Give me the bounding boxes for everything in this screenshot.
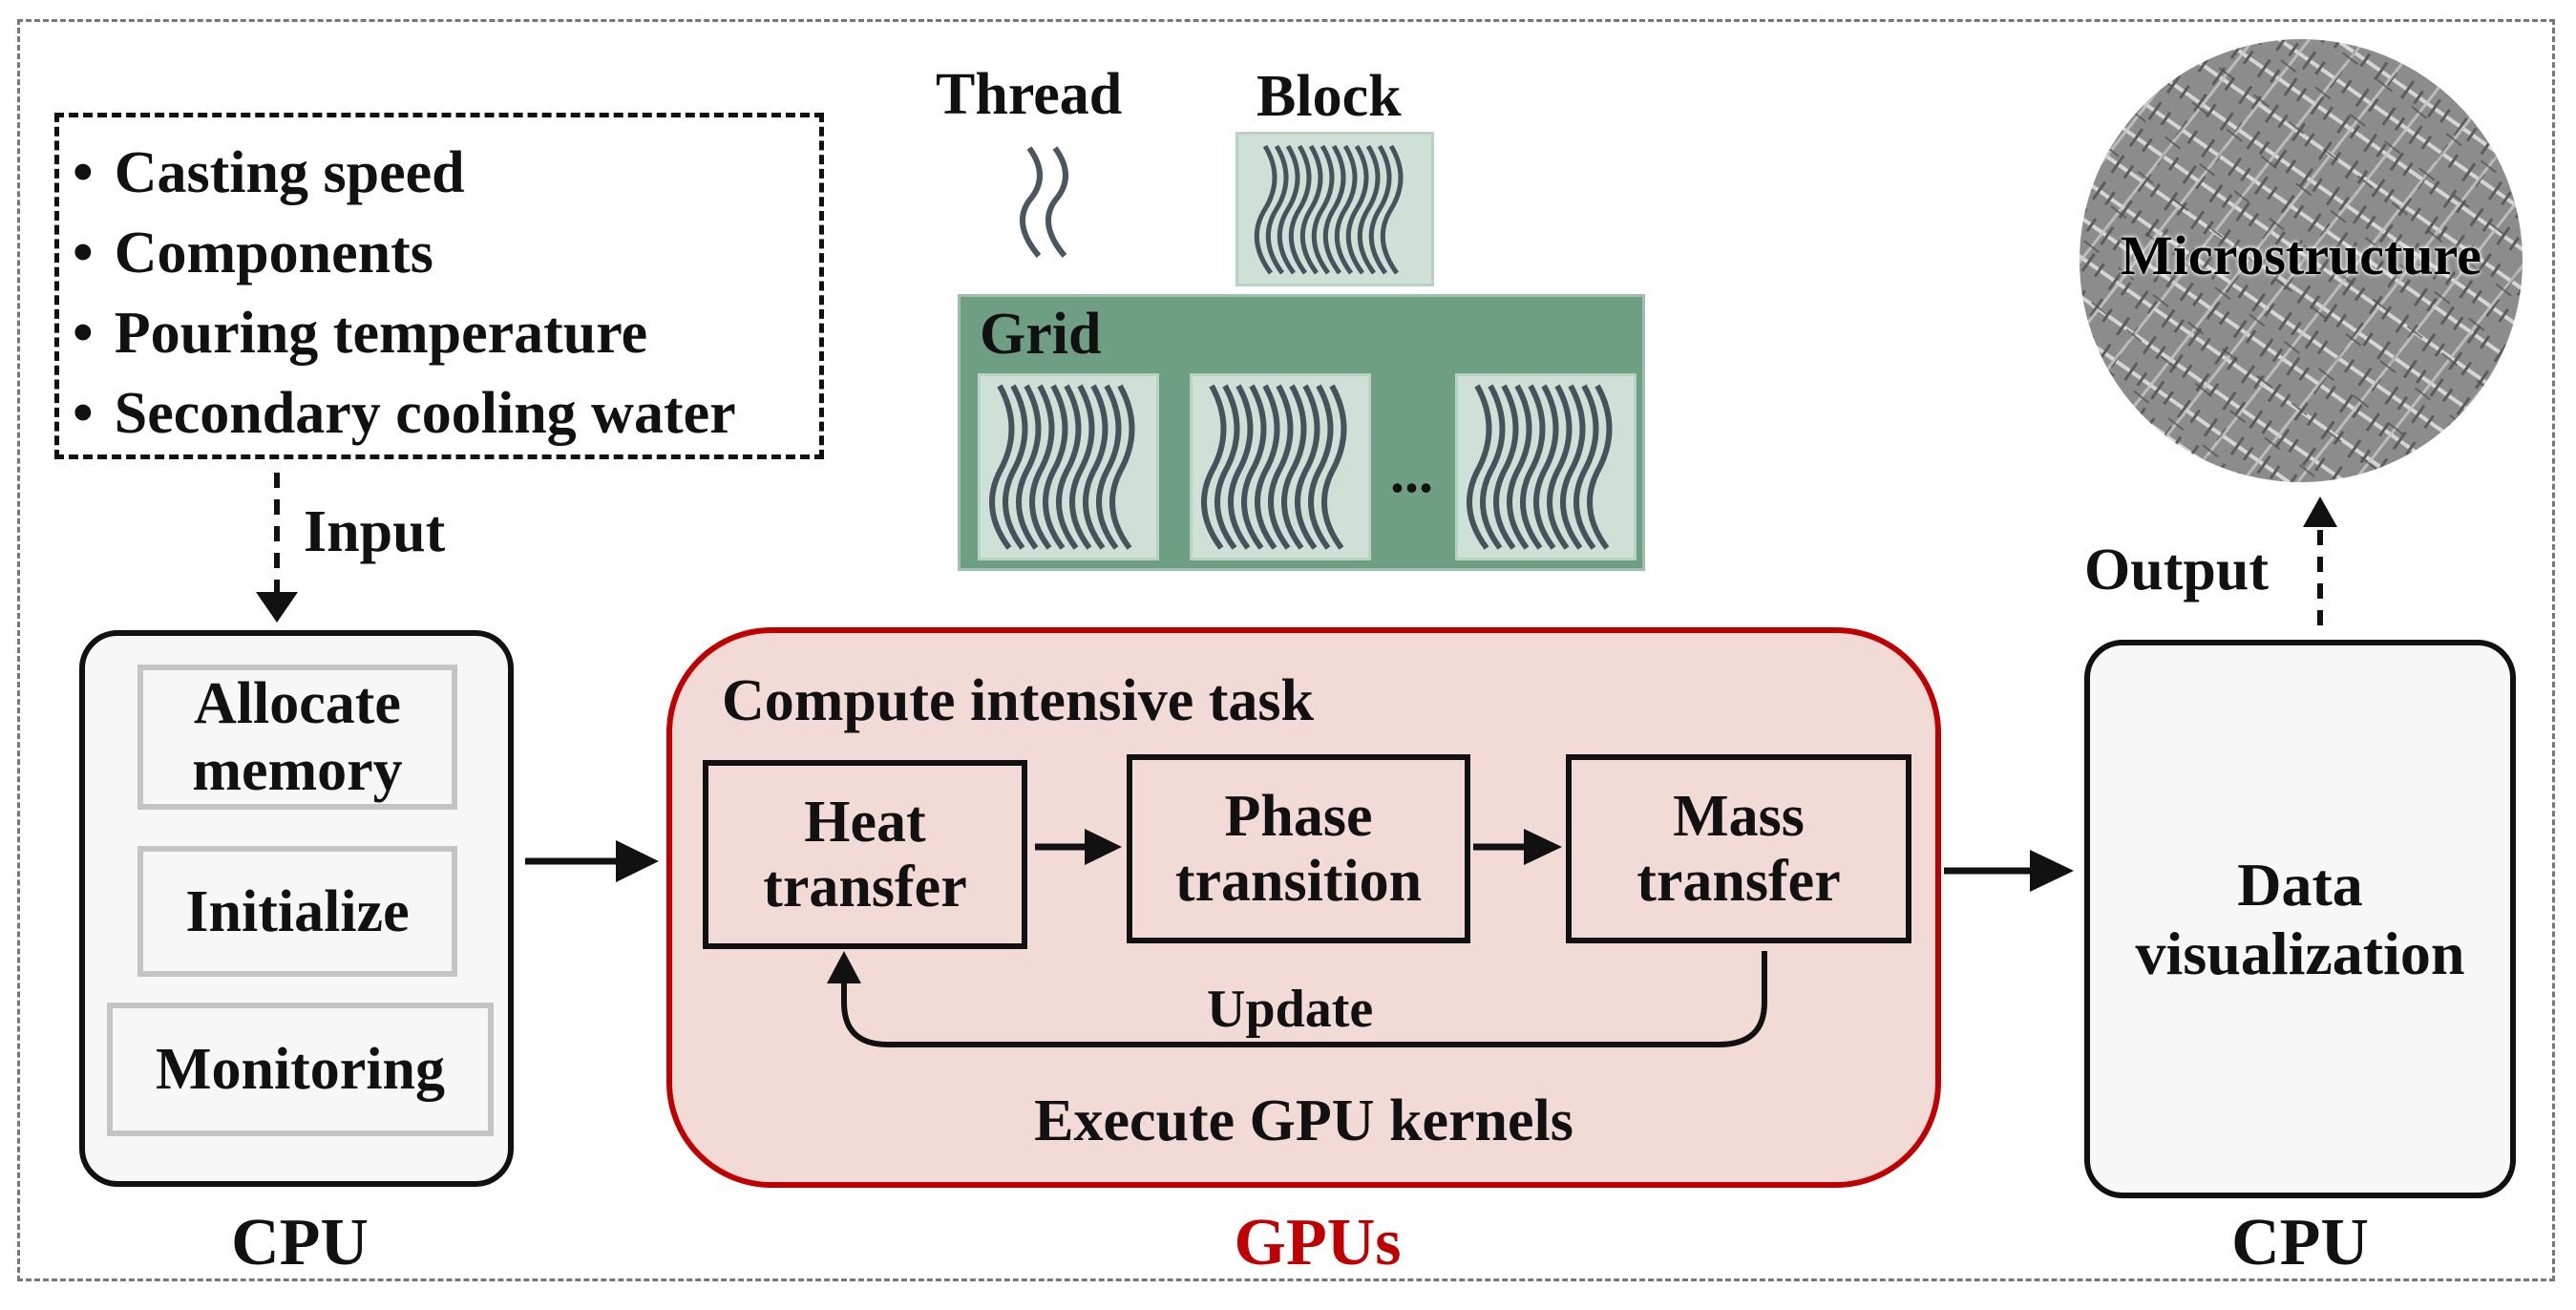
gpu-to-cpu-arrow-head — [2030, 850, 2074, 892]
input-arrow-label: Input — [304, 499, 446, 564]
heat-to-phase-arrow-head — [1085, 829, 1122, 865]
monitoring-step: Monitoring — [107, 1003, 494, 1136]
output-arrow-label: Output — [2084, 538, 2269, 602]
update-loop-arrow — [841, 951, 1767, 1047]
phase-transition-kernel: Phase transition — [1127, 754, 1470, 943]
cpu-left-label: CPU — [231, 1206, 369, 1279]
output-arrow-head — [2303, 497, 2337, 527]
diagram-frame — [17, 19, 2555, 1281]
gpu-panel-title: Compute intensive task — [722, 668, 1315, 733]
input-item: Casting speed — [73, 133, 819, 213]
allocate-memory-step: Allocate memory — [137, 665, 457, 810]
update-loop-arrow-head — [827, 951, 861, 983]
gpu-label: GPUs — [1234, 1206, 1402, 1279]
block-icon — [1235, 132, 1434, 286]
block-label: Block — [1256, 64, 1402, 129]
phase-to-mass-arrow-head — [1524, 829, 1562, 865]
cpu-host-box: Allocate memory Initialize Monitoring — [79, 630, 514, 1187]
input-arrow-head — [256, 592, 298, 623]
input-parameter-list: Casting speed Components Pouring tempera… — [54, 113, 824, 459]
cpu-to-gpu-arrow-head — [616, 840, 659, 882]
gpu-panel-footer: Execute GPU kernels — [1034, 1088, 1573, 1153]
initialize-step: Initialize — [137, 846, 457, 977]
update-label: Update — [1207, 980, 1374, 1039]
microstructure-label: Microstructure — [2121, 224, 2481, 286]
grid-ellipsis: ... — [1390, 441, 1433, 504]
input-item: Secondary cooling water — [73, 373, 819, 454]
heat-transfer-kernel: Heat transfer — [703, 760, 1027, 949]
input-item: Pouring temperature — [73, 293, 819, 373]
grid-label: Grid — [980, 302, 1102, 367]
data-visualization-box: Data visualization — [2084, 640, 2516, 1198]
grid-block-tile — [978, 373, 1159, 560]
grid-block-tile — [1190, 373, 1371, 560]
grid-container: Grid ... — [958, 294, 1645, 571]
thread-label: Thread — [936, 62, 1123, 127]
cpu-right-label: CPU — [2231, 1206, 2369, 1279]
gpu-compute-panel: Compute intensive task Heat transfer Pha… — [666, 627, 1941, 1188]
microstructure-image: Microstructure — [2077, 36, 2525, 485]
input-item: Components — [73, 213, 819, 293]
thread-icon — [1020, 146, 1068, 258]
grid-block-tile — [1455, 373, 1636, 560]
mass-transfer-kernel: Mass transfer — [1566, 754, 1911, 943]
